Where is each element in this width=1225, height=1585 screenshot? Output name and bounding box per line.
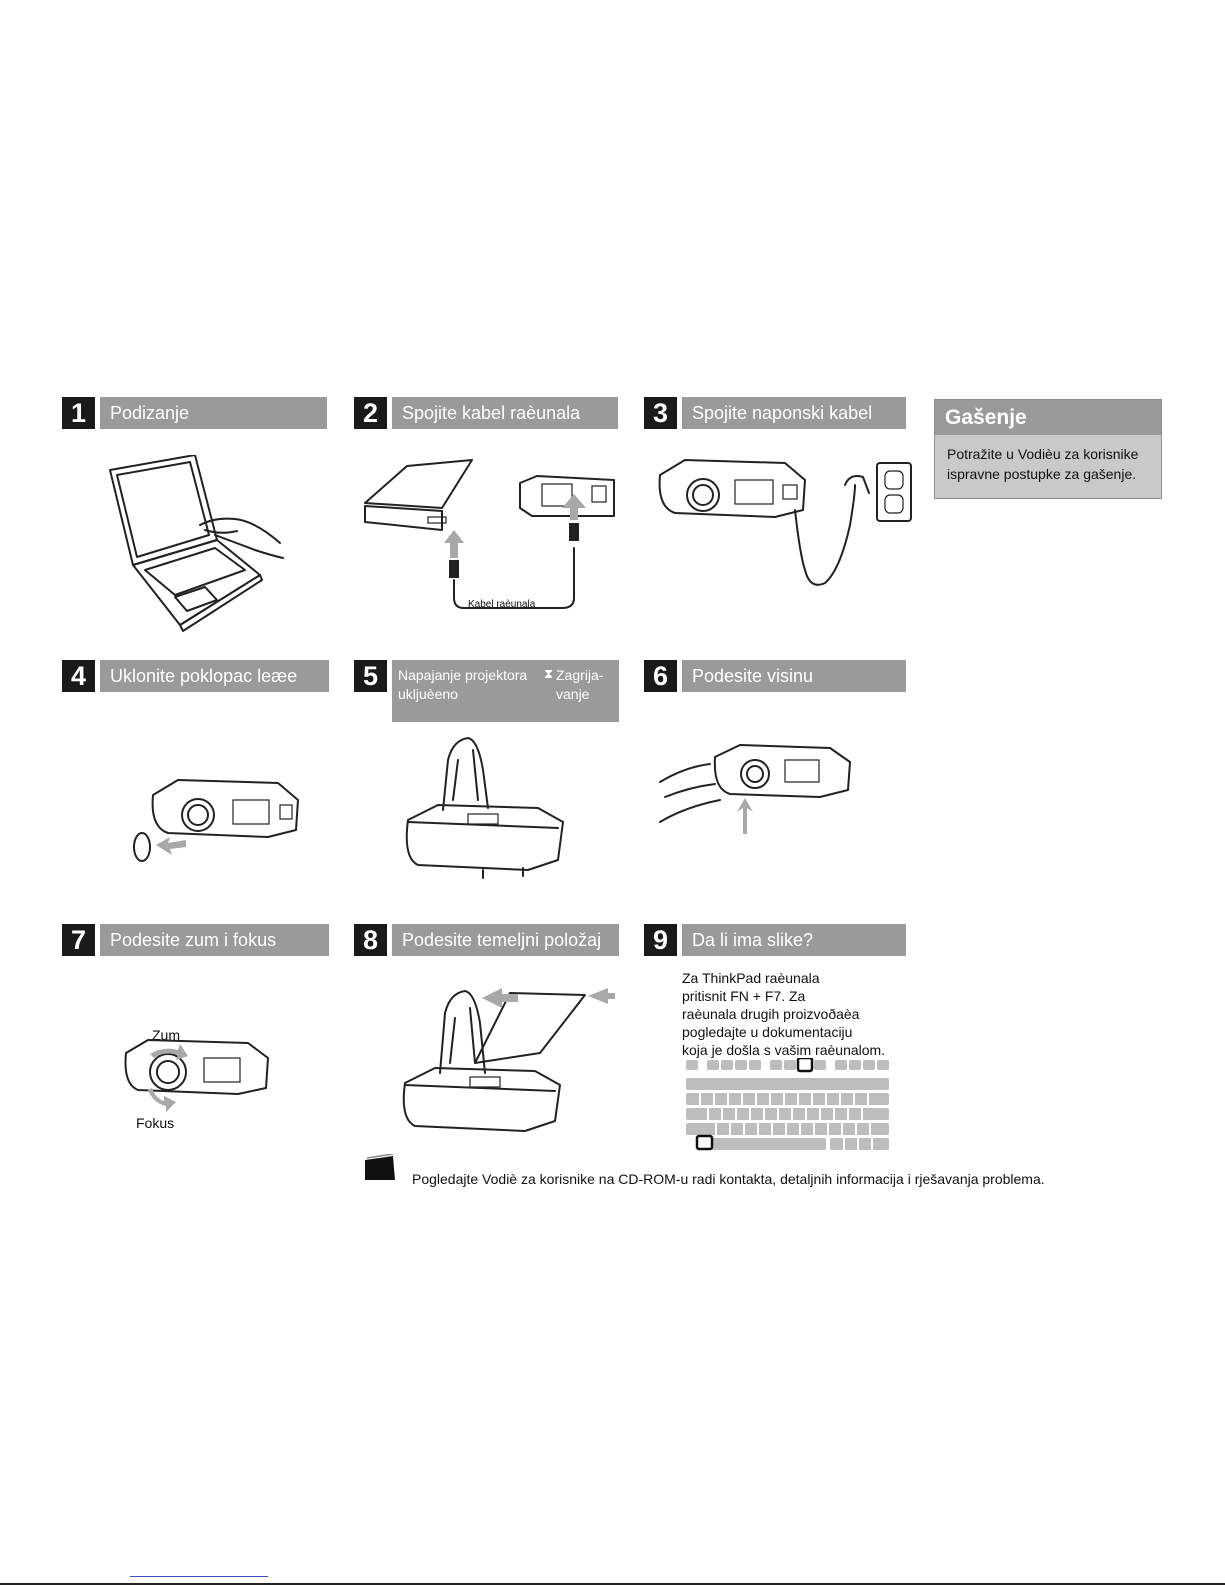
hourglass-icon: ⧗ <box>544 666 554 681</box>
power-button-illustration <box>405 737 564 879</box>
step-9-instructions: Za ThinkPad raèunala pritisnit FN + F7. … <box>682 970 886 1058</box>
function-key-row <box>686 1058 889 1073</box>
power-on-label: Napajanje projektora uklјuèeno <box>398 667 528 702</box>
step-title: Podesite visinu <box>682 660 906 692</box>
lens-cap-illustration <box>133 779 299 862</box>
bottom-rule <box>0 1583 1225 1585</box>
footer-link-underline <box>130 1576 268 1577</box>
height-adjust-illustration <box>659 744 851 834</box>
cable-label: Kabel raèunala <box>468 599 536 610</box>
step-title: Napajanje projektora uklјuèeno ⧗ Zagrija… <box>392 660 619 722</box>
step-title: Uklonite poklopac leæe <box>100 660 329 692</box>
power-cable-illustration <box>658 459 912 586</box>
step-title: Podesite temeljni položaj <box>392 924 619 956</box>
f7-key-icon <box>796 1058 814 1073</box>
shutdown-text: Potražite u Vodièu za korisnike ispravne… <box>947 446 1139 482</box>
step-title: Podesite zum i fokus <box>100 924 329 956</box>
cable-connection-illustration: Kabel raèunala <box>364 459 615 610</box>
step-title: Spojite kabel raèunala <box>392 397 618 429</box>
zoom-focus-illustration: Zum Fokus <box>124 1028 269 1131</box>
book-icon <box>365 1154 395 1180</box>
step-number: 8 <box>354 924 387 956</box>
step-title: Podizanje <box>100 397 327 429</box>
shutdown-title: Gašenje <box>935 400 1161 435</box>
laptop-illustration <box>109 455 284 632</box>
step-number: 9 <box>644 924 677 956</box>
fn-key-icon <box>695 1134 714 1151</box>
warming-label: Zagrija- vanje <box>556 667 604 702</box>
shutdown-box: Gašenje Potražite u Vodièu za korisnike … <box>934 399 1162 499</box>
keystone-illustration <box>402 988 615 1132</box>
step-number: 4 <box>62 660 95 692</box>
step-number: 3 <box>644 397 677 429</box>
zoom-label: Zum <box>152 1028 180 1043</box>
focus-label: Fokus <box>136 1115 174 1131</box>
step-number: 5 <box>354 660 387 692</box>
step-number: 6 <box>644 660 677 692</box>
step-title: Spojite naponski kabel <box>682 397 906 429</box>
footer-note: Pogledajte Vodiè za korisnike na CD-ROM-… <box>412 1171 1045 1187</box>
keyboard-illustration <box>686 1058 889 1151</box>
step-number: 1 <box>62 397 95 429</box>
step-number: 2 <box>354 397 387 429</box>
step-title: Da li ima slike? <box>682 924 906 956</box>
step-number: 7 <box>62 924 95 956</box>
